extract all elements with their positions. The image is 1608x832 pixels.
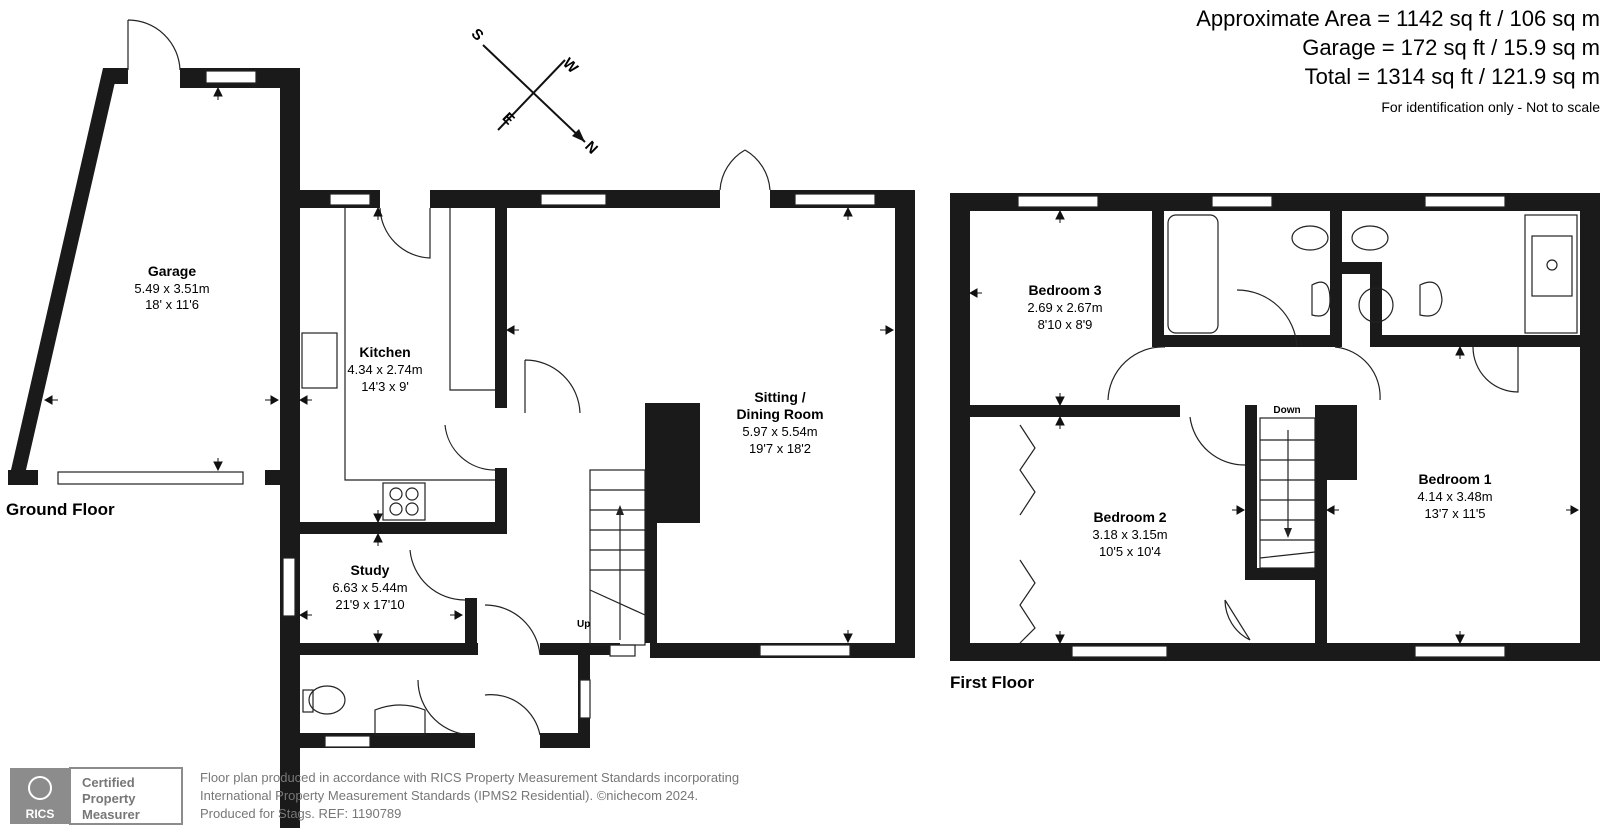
door-swing-icon [1334,346,1381,401]
garage-area-text: Garage = 172 sq ft / 15.9 sq m [1302,35,1600,60]
total-area-text: Total = 1314 sq ft / 121.9 sq m [1305,64,1600,89]
bath-icon [1167,214,1219,334]
compass: S W E N [468,25,601,157]
study-metric: 6.63 x 5.44m [332,580,407,595]
bedroom3-window-icon [1017,195,1099,208]
bathroom-window-icon [1211,195,1273,208]
door-swing-icon [484,694,541,736]
door-swing-icon [524,359,581,414]
door-swing-icon [1189,416,1246,466]
footer-line3: Produced for Stags. REF: 1190789 [200,806,401,821]
rics-crest-icon [28,776,52,800]
compass-south: S [468,25,487,44]
toilet-icon [1291,225,1329,251]
french-doors-icon [719,149,771,191]
door-swing-icon [1236,289,1298,348]
toilet-icon [1351,225,1389,251]
rics-logo-text: RICS [26,807,55,821]
ground-floor-label: Ground Floor [6,500,115,519]
stairs-up-label: Up [577,619,590,630]
sitting-imperial: 19'7 x 18'2 [749,441,811,456]
garage-door-icon [57,471,244,485]
study-name: Study [351,562,390,578]
sitting-name-line2: Dining Room [736,406,823,422]
door-swing-icon [1224,599,1251,641]
garage-imperial: 18' x 11'6 [145,297,199,312]
basin-icon [374,704,426,736]
door-swing-icon [379,207,431,259]
scale-note: For identification only - Not to scale [1381,99,1600,115]
hall-window-icon-2 [609,644,636,657]
bedroom3-imperial: 8'10 x 8'9 [1038,317,1093,332]
basin-icon [1311,281,1331,317]
door-swing-icon [409,549,466,601]
garage-window-icon [205,70,257,84]
study-imperial: 21'9 x 17'10 [335,597,404,612]
bedroom2-imperial: 10'5 x 10'4 [1099,544,1161,559]
first-floor-walls [950,193,1600,661]
badge-line2: Property [82,791,136,806]
door-swing-icon [1107,346,1166,401]
badge-line1: Certified [82,775,135,790]
sink-icon [301,332,338,389]
bedroom2-name: Bedroom 2 [1093,509,1166,525]
sitting-metric: 5.97 x 5.54m [742,424,817,439]
kitchen-unit [449,208,495,391]
kitchen-window-icon [329,193,371,206]
door-swing-icon [444,424,496,471]
footer-line2: International Property Measurement Stand… [200,788,698,803]
bedroom2-metric: 3.18 x 3.15m [1092,527,1167,542]
sitting-window-icon-3 [759,644,851,657]
door-swing-icon [127,19,181,71]
hall-window-icon [579,679,591,719]
rics-badge: RICS Certified Property Measurer [10,767,183,825]
badge-line3: Measurer [82,807,140,822]
study-window-icon [282,557,296,617]
bedroom1-metric: 4.14 x 3.48m [1417,489,1492,504]
hob-icon [382,482,426,521]
kitchen-worktop [344,208,495,481]
toilet-icon [308,685,346,715]
measurement-ticks-first [968,209,1580,645]
bedroom1-name: Bedroom 1 [1418,471,1491,487]
sitting-window-icon [540,193,607,206]
garage-metric: 5.49 x 3.51m [134,281,209,296]
door-swing-icon [1472,346,1519,393]
ground-floor-walls [280,190,915,748]
footer-line1: Floor plan produced in accordance with R… [200,770,739,785]
shower-icon [1524,214,1578,334]
kitchen-metric: 4.34 x 2.74m [347,362,422,377]
sitting-name-line1: Sitting / [754,389,805,405]
kitchen-imperial: 14'3 x 9' [361,379,409,394]
stairs-down: Down [1259,405,1316,569]
approximate-area-text: Approximate Area = 1142 sq ft / 106 sq m [1196,6,1600,31]
stairs-down-label: Down [1273,405,1300,416]
bedroom1-window-icon [1414,645,1506,658]
garage-name: Garage [148,263,196,279]
garage-walls [8,68,300,828]
compass-west: W [559,55,582,78]
first-floor-label: First Floor [950,673,1034,692]
ensuite-window-icon [1424,195,1506,208]
door-swing-icon [484,604,541,656]
wc-window-icon [324,735,371,748]
kitchen-name: Kitchen [359,344,410,360]
cylinder-icon [1358,287,1394,323]
stairs-up: Up [577,469,646,646]
bedroom2-window-icon [1071,645,1168,658]
sitting-window-icon-2 [794,193,876,206]
wardrobe-doors-icon [1019,424,1036,644]
bedroom3-metric: 2.69 x 2.67m [1027,300,1102,315]
bedroom1-imperial: 13'7 x 11'5 [1424,506,1485,521]
measurement-ticks [43,86,895,644]
door-swing-icon [417,679,476,736]
bedroom3-name: Bedroom 3 [1028,282,1101,298]
basin-icon [1419,281,1443,317]
